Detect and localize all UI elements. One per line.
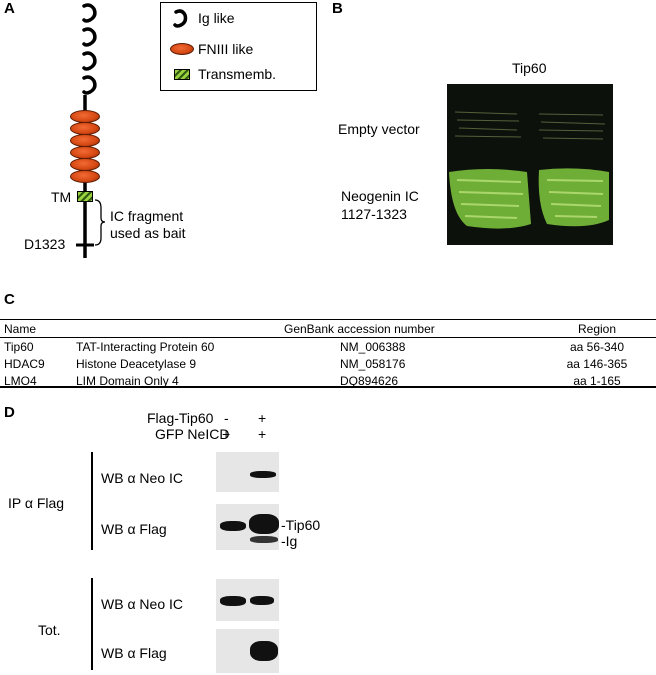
table-row: LMO4 LIM Domain Only 4 DQ894626 aa 1-165 bbox=[0, 372, 656, 389]
yeast-growth-image bbox=[447, 84, 613, 245]
table-row: Tip60 TAT-Interacting Protein 60 NM_0063… bbox=[0, 338, 656, 356]
tot-flag-blot bbox=[216, 629, 279, 673]
table-bottom-rule bbox=[0, 386, 656, 388]
d1323-label: D1323 bbox=[24, 236, 66, 252]
header-name: Name bbox=[0, 319, 72, 338]
header-region: Region bbox=[538, 319, 656, 338]
ip-wb-neo-label: WB α Neo IC bbox=[101, 470, 183, 486]
ig-like-icon bbox=[173, 9, 188, 28]
ig-band-label: -Ig bbox=[281, 533, 298, 549]
tot-wb-neo-label: WB α Neo IC bbox=[101, 596, 183, 612]
panel-d-letter: D bbox=[4, 404, 15, 421]
lane1-flag-sign: - bbox=[224, 410, 229, 426]
blot-band bbox=[250, 536, 278, 543]
tip60-band-label: -Tip60 bbox=[281, 517, 321, 533]
table-row: HDAC9 Histone Deacetylase 9 NM_058176 aa… bbox=[0, 355, 656, 372]
legend-ig-label: Ig like bbox=[198, 10, 235, 26]
blot-band bbox=[250, 641, 278, 661]
ip-wb-flag-label: WB α Flag bbox=[101, 521, 167, 537]
gene-description: LIM Domain Only 4 bbox=[76, 373, 179, 388]
blot-band bbox=[250, 596, 274, 605]
header-genbank: GenBank accession number bbox=[280, 319, 538, 338]
gene-name: Tip60 bbox=[4, 339, 34, 354]
gene-description: TAT-Interacting Protein 60 bbox=[76, 339, 215, 354]
transmembrane-legend-icon bbox=[174, 69, 190, 80]
tot-bracket bbox=[91, 578, 93, 670]
tot-label: Tot. bbox=[38, 622, 61, 638]
tot-wb-flag-label: WB α Flag bbox=[101, 645, 167, 661]
gfp-neicd-label: GFP NeICD bbox=[155, 426, 230, 442]
gene-description: Histone Deacetylase 9 bbox=[76, 356, 197, 371]
region: aa 56-340 bbox=[569, 339, 625, 354]
region: aa 1-165 bbox=[573, 373, 621, 388]
ip-bracket bbox=[91, 452, 93, 550]
legend-fn-label: FNIII like bbox=[198, 41, 254, 57]
blot-band bbox=[220, 596, 246, 606]
ip-neo-blot bbox=[216, 452, 279, 492]
blot-band bbox=[249, 514, 279, 534]
ic-fragment-brace bbox=[94, 199, 106, 246]
transmembrane-domain bbox=[77, 191, 93, 202]
neogenin-ic-label-line1: Neogenin IC bbox=[341, 188, 419, 204]
header-description bbox=[72, 319, 280, 338]
gene-name: LMO4 bbox=[4, 373, 37, 388]
fniii-domain-6 bbox=[70, 170, 100, 183]
fniii-legend-icon bbox=[170, 43, 194, 55]
genbank-accession: NM_058176 bbox=[340, 356, 406, 371]
empty-vector-label: Empty vector bbox=[338, 121, 420, 137]
lane2-gfp-sign: + bbox=[258, 426, 267, 442]
legend-tm-label: Transmemb. bbox=[198, 66, 277, 82]
lane2-flag-sign: + bbox=[258, 410, 267, 426]
domain-legend: Ig like FNIII like Transmemb. bbox=[160, 2, 317, 91]
interactor-table: Name GenBank accession number Region Tip… bbox=[0, 319, 656, 389]
flag-tip60-label: Flag-Tip60 bbox=[147, 410, 214, 426]
bait-label-line1: IC fragment bbox=[110, 208, 184, 224]
blot-band bbox=[250, 471, 276, 478]
ip-flag-blot bbox=[216, 504, 279, 550]
tot-neo-blot bbox=[216, 579, 279, 621]
region: aa 146-365 bbox=[566, 356, 628, 371]
tip60-column-label: Tip60 bbox=[512, 60, 547, 76]
tm-label: TM bbox=[51, 189, 72, 205]
bait-label-line2: used as bait bbox=[110, 225, 186, 241]
genbank-accession: NM_006388 bbox=[340, 339, 406, 354]
genbank-accession: DQ894626 bbox=[340, 373, 399, 388]
panel-c-letter: C bbox=[4, 291, 15, 308]
neogenin-ic-label-line2: 1127-1323 bbox=[341, 206, 407, 222]
lane1-gfp-sign: + bbox=[222, 426, 231, 442]
blot-band bbox=[220, 521, 246, 531]
panel-a-letter: A bbox=[4, 0, 15, 17]
ip-flag-label: IP α Flag bbox=[8, 495, 65, 511]
gene-name: HDAC9 bbox=[4, 356, 45, 371]
yeast-growth-plate bbox=[447, 84, 613, 245]
panel-b-letter: B bbox=[332, 0, 343, 17]
